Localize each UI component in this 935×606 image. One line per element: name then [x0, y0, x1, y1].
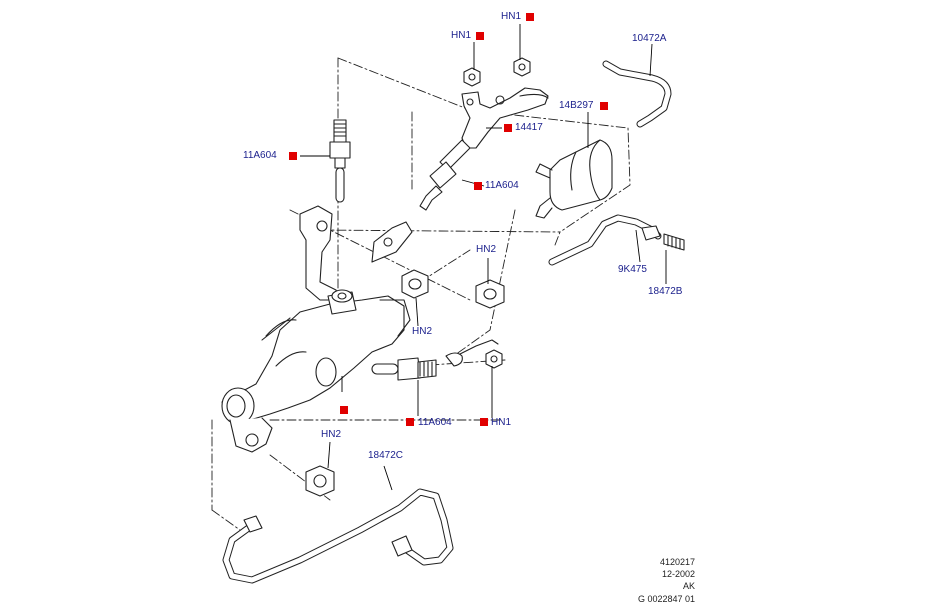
nut-hn1-bottom [485, 349, 503, 369]
bracket-14417 [461, 87, 549, 149]
callout-11a604-mid: 11A604 [485, 180, 519, 191]
resonator-14b297 [519, 93, 613, 219]
nut-hn2-bottom [305, 465, 335, 497]
callout-14b297: 14B297 [559, 100, 594, 111]
callout-hn2-mid: HN2 [412, 326, 433, 337]
marker-unlabeled [340, 406, 348, 414]
footer-figure-number: 4120217 [659, 557, 695, 567]
glow-plug-left [329, 119, 351, 203]
callout-18472c: 18472C [368, 450, 404, 461]
marker-11a604-bottom [406, 418, 414, 426]
callout-14417: 14417 [515, 122, 543, 133]
nut-hn1-left [463, 67, 481, 87]
footer-date: 12-2002 [661, 569, 695, 579]
callout-10472a: 10472A [632, 33, 667, 44]
callout-hn2-bottom: HN2 [321, 429, 342, 440]
callout-18472b: 18472B [648, 286, 683, 297]
manifold-body [221, 289, 411, 453]
marker-11a604-left [289, 152, 297, 160]
marker-hn1-top [526, 13, 534, 21]
callout-hn1-bottom: HN1 [491, 417, 512, 428]
marker-14b297 [600, 102, 608, 110]
callout-hn1-top: HN1 [501, 11, 522, 22]
leader-lines [300, 24, 667, 491]
callout-hn2-right: HN2 [476, 244, 497, 255]
connector-18472b [641, 225, 685, 251]
footer-code: AK [682, 581, 695, 591]
callout-hn1-left: HN1 [451, 30, 472, 41]
manifold-brackets [299, 205, 413, 301]
nut-hn2-upper [401, 269, 429, 299]
glow-plug-bottom [371, 339, 499, 381]
callout-11a604-bottom: 11A604 [418, 417, 452, 428]
footer-reference: G 0022847 01 [637, 594, 695, 604]
marker-14417 [504, 124, 512, 132]
pipe-18472c [222, 488, 454, 584]
nut-hn2-right [475, 279, 505, 309]
marker-hn1-bottom [480, 418, 488, 426]
marker-11a604-mid [474, 182, 482, 190]
callout-9k475: 9K475 [618, 264, 647, 275]
marker-hn1-left [476, 32, 484, 40]
glow-plug-middle [419, 139, 471, 211]
callout-11a604-left: 11A604 [243, 150, 277, 161]
nut-hn1-top [513, 57, 531, 77]
